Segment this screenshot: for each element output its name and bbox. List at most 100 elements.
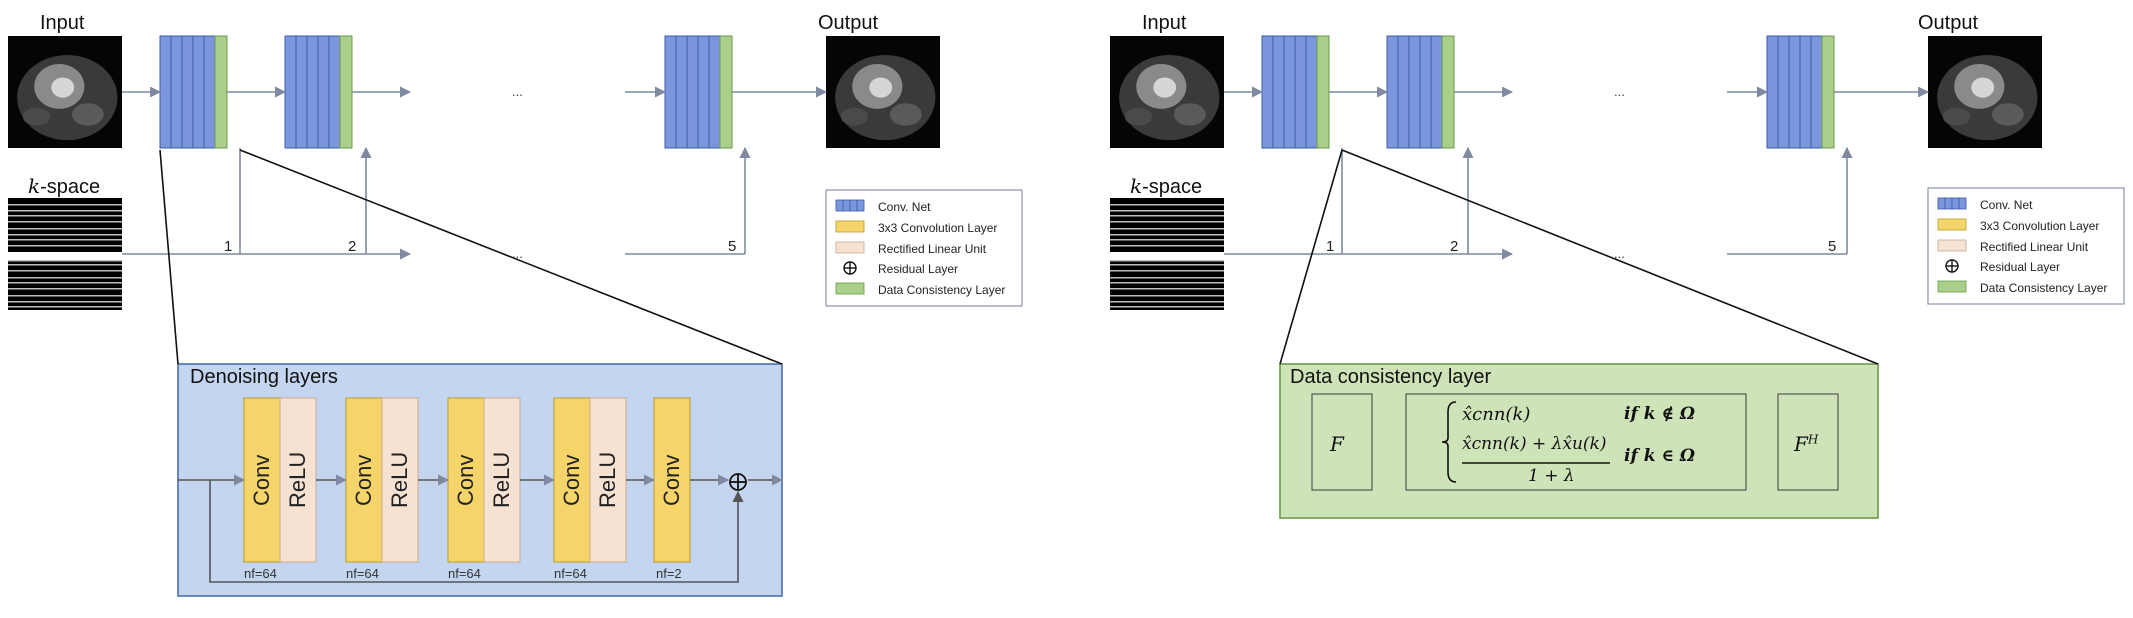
relu-label-2: ReLU: [387, 451, 412, 509]
left-legend-residual: Residual Layer: [878, 262, 959, 276]
left-kspace-image-line-8: [8, 252, 122, 256]
left-output-image-tissue: [889, 103, 922, 126]
left-input-image-heart: [51, 77, 75, 98]
left-kspace-image-line-3: [8, 221, 122, 223]
left-input-image-tissue: [71, 103, 104, 126]
left-legend-datacons-swatch: [835, 282, 865, 295]
conv-block-5: [653, 397, 691, 563]
right-kspace-image-line-0: [1110, 204, 1224, 206]
left-kspace-image-line-14: [8, 282, 122, 284]
left-kspace-image-line-1: [8, 210, 122, 212]
left-network-panel: [8, 35, 1023, 597]
right-kspace-image-line-16: [1110, 295, 1224, 297]
nf-label-2: nf=64: [346, 566, 379, 581]
left-legend-relu-swatch: [835, 241, 865, 254]
right-legend-relu: Rectified Linear Unit: [1980, 240, 2089, 254]
left-ellipsis-top: ...: [512, 84, 523, 99]
conv-block-1: [243, 397, 281, 563]
nf-label-4: nf=64: [554, 566, 587, 581]
left-legend-conv3x3-swatch: [835, 220, 865, 233]
left-kspace-image-line-17: [8, 301, 122, 303]
right-stage-1: 1: [1326, 238, 1335, 255]
left-zoom-line-b: [239, 149, 783, 365]
left-ellipsis-bottom: ...: [512, 246, 523, 261]
right-kspace-image-line-10: [1110, 260, 1224, 262]
left-convnet-1: [159, 35, 228, 149]
equation-cond-1: if k ∉ Ω: [1624, 404, 1696, 424]
conv-label-3: Conv: [453, 454, 478, 506]
left-kspace-image-line-13: [8, 277, 122, 279]
left-kspace-image-line-5: [8, 234, 122, 236]
left-legend-convnet-swatch-3: [856, 199, 865, 212]
left-kspace-image-line-9: [8, 256, 122, 260]
right-legend-conv3x3: 3x3 Convolution Layer: [1980, 219, 2100, 233]
conv-label-1: Conv: [249, 454, 274, 506]
right-output-image-tissue: [1991, 103, 2024, 126]
left-stage-1: 1: [224, 238, 233, 255]
left-legend-convnet: Conv. Net: [878, 200, 931, 214]
left-convnet-5: [664, 35, 733, 149]
left-kspace-image-line-12: [8, 270, 122, 272]
left-kspace-image-line-16: [8, 295, 122, 297]
right-ellipsis-top: ...: [1614, 84, 1625, 99]
equation-case-2-den: 1 + λ: [1528, 466, 1575, 486]
right-kspace-image-line-17: [1110, 301, 1224, 303]
left-output-image: [826, 36, 940, 148]
left-output-image-heart: [869, 77, 893, 98]
right-kspace-image-line-1: [1110, 210, 1224, 212]
right-legend-datacons-swatch: [1937, 280, 1967, 293]
right-legend-relu-swatch: [1937, 239, 1967, 252]
relu-block-1: [279, 397, 317, 563]
right-kspace-image-line-5: [1110, 234, 1224, 236]
left-kspace-image-line-10: [8, 260, 122, 262]
right-input-image-tissue2: [1124, 107, 1153, 126]
right-kspace-image-line-15: [1110, 288, 1224, 290]
conv-label-4: Conv: [559, 454, 584, 506]
fh-operator-box: [1777, 393, 1839, 491]
conv-label-2: Conv: [351, 454, 376, 506]
right-convnet-5: [1766, 35, 1835, 149]
denoising-layers-title: Denoising layers: [190, 366, 338, 388]
f-operator-label: F: [1330, 432, 1344, 456]
left-input-image: [8, 36, 122, 148]
right-output-image-tissue2: [1942, 107, 1971, 126]
conv-label-5: Conv: [659, 454, 684, 506]
left-kspace-image-line-0: [8, 204, 122, 206]
left-stage-2: 2: [348, 238, 357, 255]
right-kspace-image-line-9: [1110, 256, 1224, 260]
equation-cond-2: if k ∈ Ω: [1624, 446, 1696, 466]
conv-block-2: [345, 397, 383, 563]
equation-case-2-num: x̂cnn(k) + λx̂u(k): [1462, 434, 1607, 454]
right-input-image-heart: [1153, 77, 1177, 98]
residual-skip-line: [209, 480, 744, 583]
left-legend-relu: Rectified Linear Unit: [878, 242, 987, 256]
right-legend-convnet-swatch-3: [1958, 197, 1967, 210]
right-kspace-label: k-space: [1130, 174, 1203, 198]
data-consistency-title: Data consistency layer: [1290, 366, 1492, 388]
left-kspace-image-line-15: [8, 288, 122, 290]
left-kspace-label: k-space: [28, 174, 101, 198]
nf-label-1: nf=64: [244, 566, 277, 581]
relu-label-4: ReLU: [595, 451, 620, 509]
right-kspace-image-line-8: [1110, 252, 1224, 256]
right-kspace-image-line-14: [1110, 282, 1224, 284]
left-kspace-image-line-2: [8, 215, 122, 217]
left-zoom-line-a: [159, 149, 179, 365]
right-legend-datacons: Data Consistency Layer: [1980, 281, 2108, 295]
left-kspace-image-line-11: [8, 264, 122, 266]
equation-case-1: x̂cnn(k): [1462, 404, 1531, 425]
right-kspace-image-line-11: [1110, 264, 1224, 266]
left-stage-5: 5: [728, 238, 737, 255]
equation-brace: [1441, 401, 1457, 483]
right-kspace-image-line-12: [1110, 270, 1224, 272]
relu-block-3: [483, 397, 521, 563]
left-kspace-image-line-4: [8, 228, 122, 230]
left-input-image-tissue2: [22, 107, 51, 126]
right-ellipsis-bottom: ...: [1614, 246, 1625, 261]
right-legend-convnet: Conv. Net: [1980, 198, 2033, 212]
right-input-image-tissue: [1173, 103, 1206, 126]
fh-operator-label: FH: [1794, 432, 1819, 456]
right-zoom-line-a: [1279, 149, 1343, 365]
left-kspace-image: [8, 198, 122, 310]
